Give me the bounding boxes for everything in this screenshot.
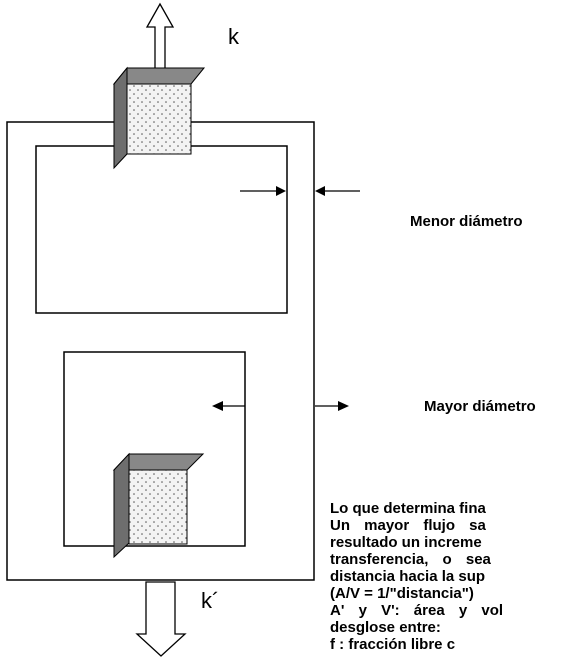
explanation-text: Lo que determina fina Un mayor flujo sa …	[330, 500, 582, 653]
menor-diameter-arrows	[240, 186, 360, 196]
upper-channel	[35, 145, 288, 314]
k-bottom-label: k´	[201, 588, 220, 613]
text-line-1: Lo que determina fina	[330, 500, 486, 517]
text-line-6: (A/V = 1/"distancia")	[330, 585, 474, 602]
bottom-cube	[112, 452, 205, 559]
text-line-5: distancia hacia la sup	[330, 568, 486, 585]
mayor-diameter-arrows	[212, 401, 349, 411]
top-cube	[112, 66, 206, 170]
menor-diameter-label: Menor diámetro	[410, 213, 523, 230]
text-line-3: resultado un increme	[330, 534, 482, 551]
text-line-9: f : fracción libre c	[330, 636, 456, 653]
mayor-diameter-label: Mayor diámetro	[424, 398, 536, 415]
inlet-arrow-down	[135, 581, 187, 657]
text-line-7: A' y V': área y vol	[330, 602, 504, 619]
k-top-label: k	[228, 24, 239, 49]
text-line-2: Un mayor flujo sa	[330, 517, 486, 534]
text-line-4: transferencia, o sea	[330, 551, 491, 568]
outlet-arrow-up	[145, 2, 175, 79]
text-line-8: desglose entre:	[330, 619, 441, 636]
lower-channel	[63, 351, 246, 547]
